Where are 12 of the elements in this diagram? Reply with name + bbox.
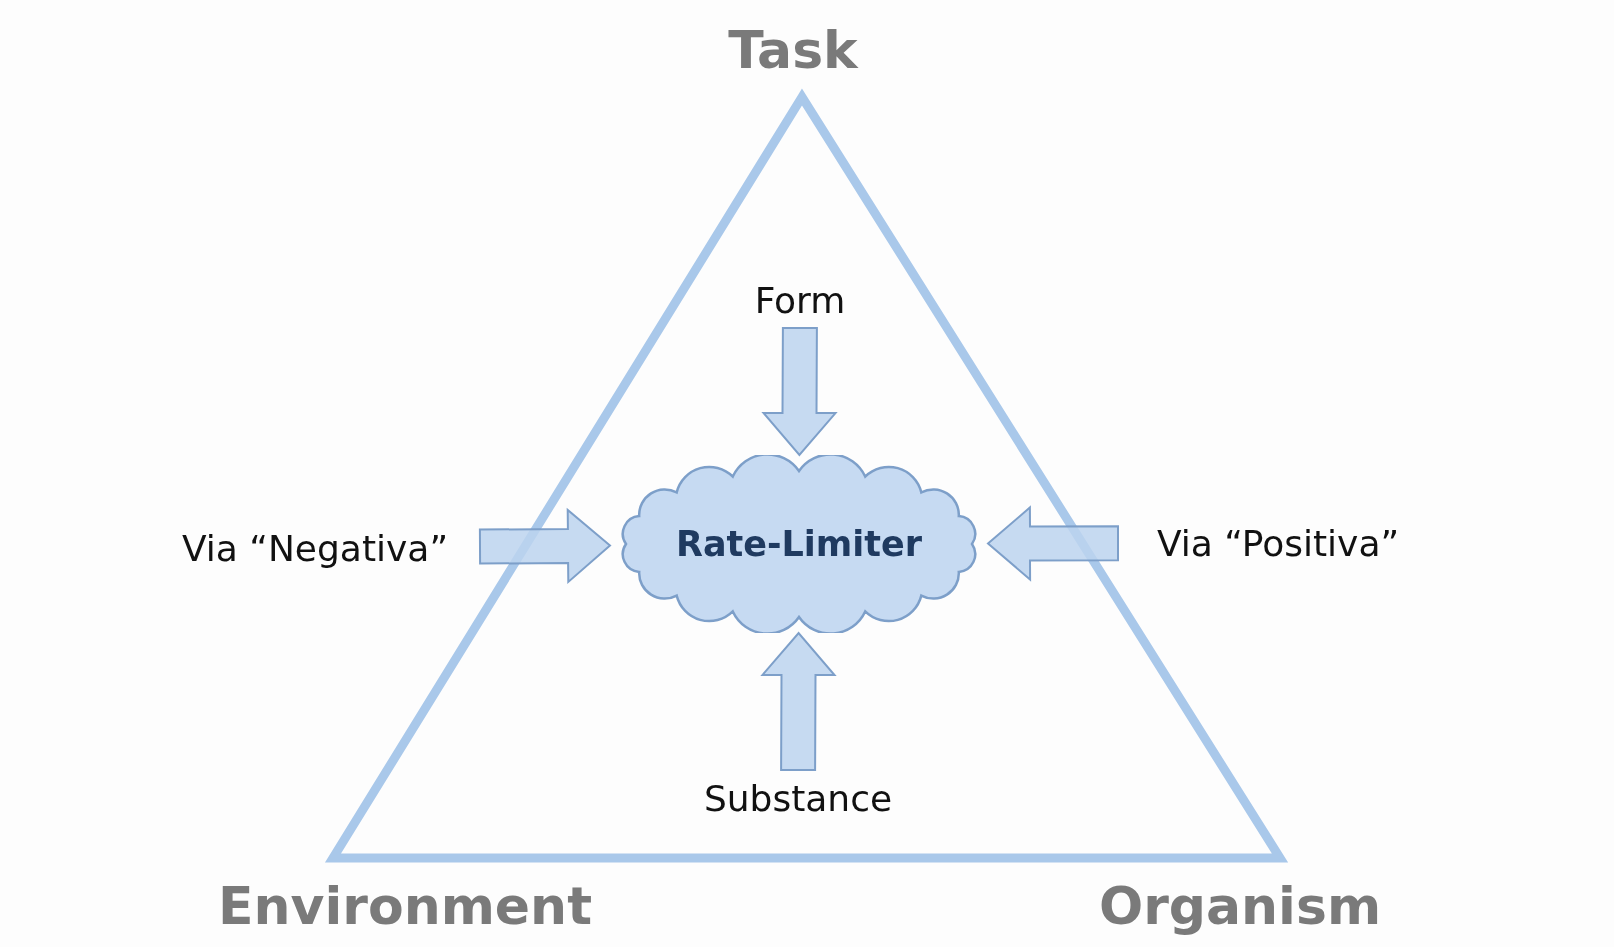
- node-label: Via “Negativa”: [181, 527, 449, 569]
- node-label: Via “Positiva”: [1156, 522, 1400, 564]
- block-arrow: [761, 326, 838, 457]
- vertex-label: Organism: [1098, 876, 1382, 936]
- vertex-label: Task: [728, 20, 858, 80]
- block-arrow: [478, 507, 612, 585]
- vertex-label: Environment: [218, 876, 592, 936]
- node-label: Form: [754, 279, 846, 321]
- node-label: Substance: [703, 777, 893, 819]
- block-arrow: [986, 505, 1119, 582]
- cloud-label: Rate-Limiter: [675, 524, 923, 564]
- block-arrow: [760, 631, 837, 772]
